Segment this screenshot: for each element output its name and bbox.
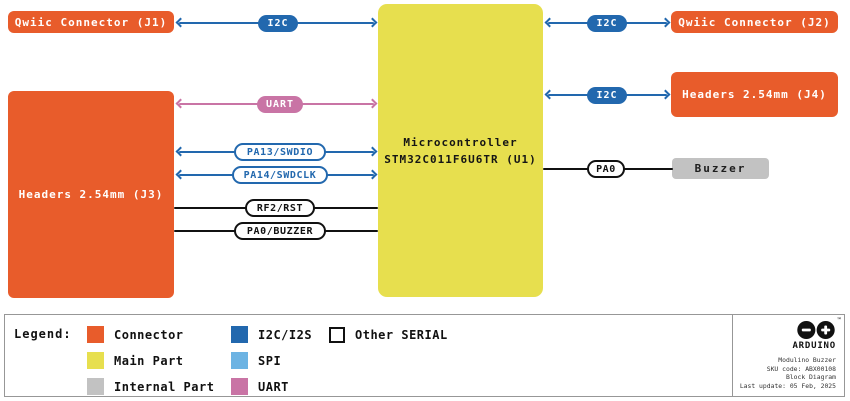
other-serial-color-swatch — [329, 326, 345, 343]
pill-uart: UART — [257, 96, 303, 113]
arrowhead-right-icon — [367, 169, 378, 180]
connector-color-swatch — [87, 326, 104, 343]
block-buzzer: Buzzer — [672, 158, 769, 179]
legend-item-label: Other SERIAL — [355, 327, 448, 342]
legend-item-label: UART — [258, 379, 289, 394]
arrowhead-right-icon — [660, 17, 671, 28]
legend-item-label: Connector — [114, 327, 184, 342]
legend-panel: Legend: Connector Main Part Internal Par… — [4, 314, 845, 397]
legend-item-label: SPI — [258, 353, 282, 368]
legend-item-label: Main Part — [114, 353, 184, 368]
legend-item-connector: Connector — [87, 326, 184, 343]
legend-item-uart: UART — [231, 378, 289, 395]
arrowhead-right-icon — [367, 98, 378, 109]
legend-item-label: Internal Part — [114, 379, 215, 394]
pill-rf2-rst: RF2/RST — [245, 199, 315, 217]
i2c-color-swatch — [231, 326, 248, 343]
arduino-brand-text: ARDUINO — [792, 341, 836, 351]
arrowhead-right-icon — [660, 89, 671, 100]
pill-i2c-j2: I2C — [587, 15, 627, 32]
uart-color-swatch — [231, 378, 248, 395]
spi-color-swatch — [231, 352, 248, 369]
document-meta: Modulino Buzzer SKU code: ABX00108 Block… — [740, 356, 836, 390]
doc-type: Block Diagram — [785, 373, 836, 382]
main-part-color-swatch — [87, 352, 104, 369]
legend-item-internal-part: Internal Part — [87, 378, 214, 395]
arrowhead-right-icon — [367, 146, 378, 157]
block-headers-j4: Headers 2.54mm (J4) — [671, 72, 838, 117]
trademark-symbol: ™ — [837, 317, 841, 324]
last-update: Last update: 05 Feb, 2025 — [739, 381, 836, 390]
legend-item-label: I2C/I2S — [258, 327, 313, 342]
mcu-label-line1: Microcontroller — [403, 135, 518, 149]
block-microcontroller-u1: Microcontroller STM32C011F6U6TR (U1) — [378, 4, 543, 297]
legend-item-i2c: I2C/I2S — [231, 326, 312, 343]
sku-code: SKU code: ABX00108 — [766, 364, 836, 373]
block-qwiic-connector-j2: Qwiic Connector (J2) — [671, 11, 838, 33]
pill-pa13-swdio: PA13/SWDIO — [234, 143, 326, 161]
legend-item-main-part: Main Part — [87, 352, 184, 369]
pill-pa0: PA0 — [587, 160, 625, 178]
block-headers-j3: Headers 2.54mm (J3) — [8, 91, 174, 298]
pill-pa14-swdclk: PA14/SWDCLK — [232, 166, 328, 184]
arduino-logo-icon — [797, 320, 835, 340]
title-block: ™ ARDUINO Modulino Buzzer SKU code: ABX0… — [732, 315, 844, 396]
internal-part-color-swatch — [87, 378, 104, 395]
pill-pa0-buzzer: PA0/BUZZER — [234, 222, 326, 240]
legend-item-spi: SPI — [231, 352, 281, 369]
block-qwiic-connector-j1: Qwiic Connector (J1) — [8, 11, 174, 33]
arrowhead-right-icon — [367, 17, 378, 28]
legend-title: Legend: — [14, 327, 72, 341]
legend-item-other-serial: Other SERIAL — [329, 326, 448, 343]
pill-i2c-j1: I2C — [258, 15, 298, 32]
mcu-label-line2: STM32C011F6U6TR (U1) — [384, 152, 537, 166]
product-name: Modulino Buzzer — [778, 356, 836, 364]
pill-i2c-j4: I2C — [587, 87, 627, 104]
